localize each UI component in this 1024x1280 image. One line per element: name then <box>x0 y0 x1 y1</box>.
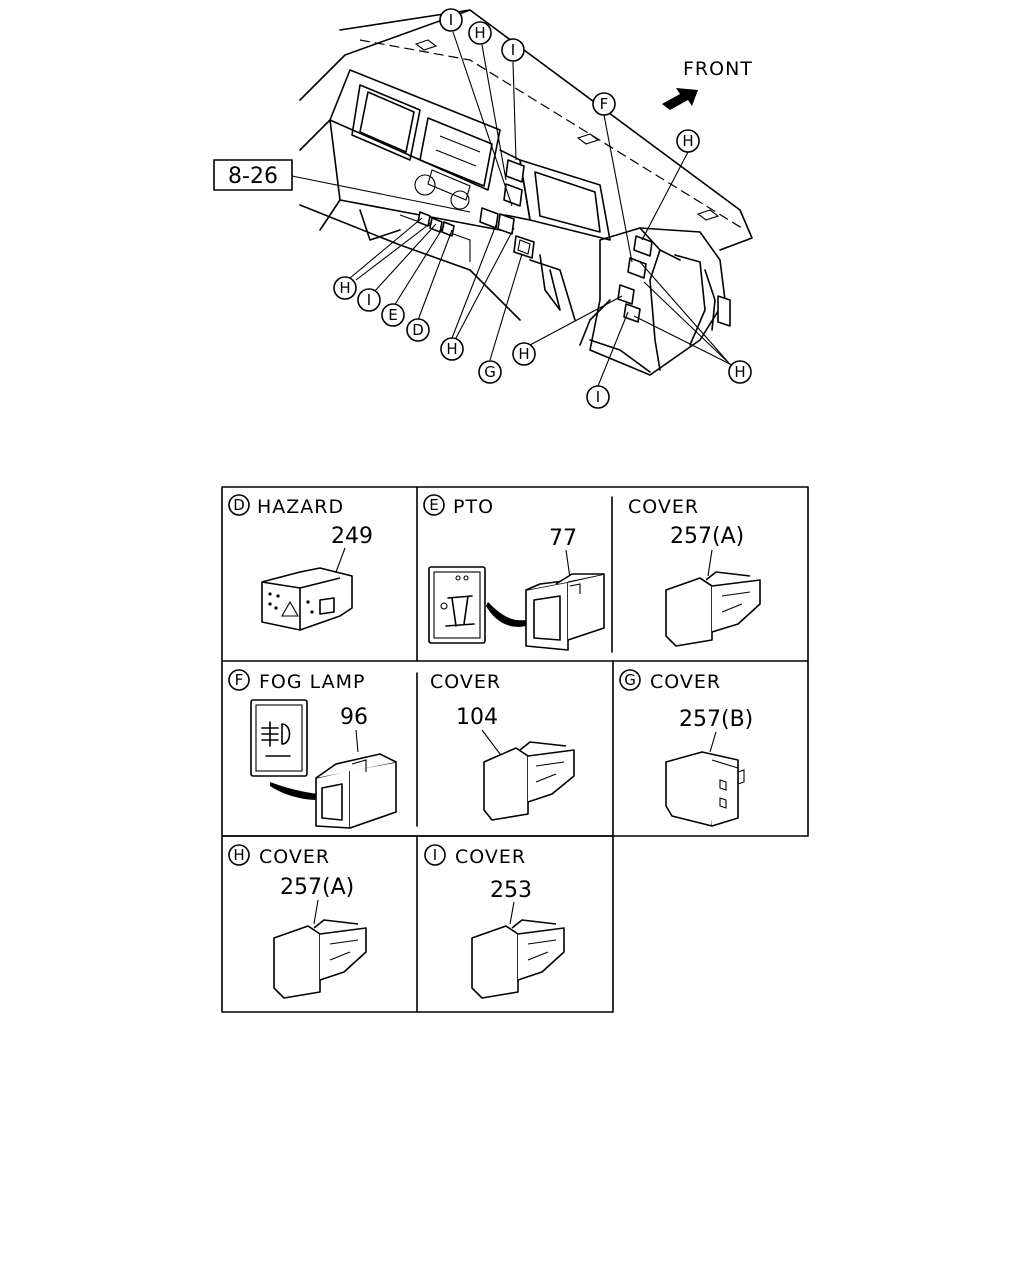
panel-i-title: COVER <box>455 846 526 868</box>
front-indicator: FRONT <box>662 58 753 110</box>
panel-d-part-no: 249 <box>331 524 373 549</box>
callout-h-left: H <box>333 276 357 300</box>
callout-i-bottom: I <box>586 385 610 409</box>
fog-switch-icon <box>315 753 397 829</box>
svg-text:E: E <box>388 306 397 324</box>
svg-text:F: F <box>600 95 609 113</box>
panel-g-part-no: 257(B) <box>679 707 753 732</box>
cover-icon <box>665 751 745 827</box>
parts-table <box>221 486 809 1013</box>
panel-f-title: FOG LAMP <box>259 671 366 693</box>
callout-h-bottom-left: H <box>440 337 464 361</box>
callout-i-top-right: I <box>501 38 525 62</box>
svg-text:D: D <box>412 321 424 339</box>
callout-h-bottom-right: H <box>728 360 752 384</box>
callout-g: G <box>478 360 502 384</box>
svg-text:H: H <box>446 340 457 358</box>
panel-i-cover[interactable]: I COVER 253 <box>424 844 565 999</box>
svg-text:H: H <box>233 846 244 864</box>
panel-cover2-part-no: 104 <box>456 705 498 730</box>
panel-h-title: COVER <box>259 846 330 868</box>
panel-cover2-title: COVER <box>430 671 501 693</box>
svg-text:I: I <box>511 41 515 59</box>
panel-f-part-no: 96 <box>340 705 368 730</box>
callout-i-left: I <box>357 288 381 312</box>
panel-i-part-no: 253 <box>490 878 532 903</box>
front-label: FRONT <box>683 58 753 80</box>
svg-text:I: I <box>596 388 600 406</box>
dashboard-overview <box>299 9 753 376</box>
svg-text:H: H <box>339 279 350 297</box>
pto-switch-icon <box>525 573 605 651</box>
fog-face-icon <box>250 699 308 777</box>
callout-f: F <box>592 92 616 116</box>
reference-box[interactable]: 8-26 <box>213 159 293 191</box>
panel-d-hazard[interactable]: D HAZARD 249 <box>228 494 373 631</box>
panel-cover-257a-top[interactable]: COVER 257(A) <box>628 496 761 647</box>
callout-h-right-top: H <box>676 129 700 153</box>
panel-e-title: PTO <box>453 496 494 518</box>
callout-i-top-left: I <box>439 8 463 32</box>
panel-cover1-title: COVER <box>628 496 699 518</box>
panel-f-fog-lamp[interactable]: F FOG LAMP 96 <box>228 669 397 829</box>
panel-h-cover[interactable]: H COVER 257(A) <box>228 844 367 999</box>
callout-leaders <box>291 31 733 387</box>
panel-cover1-part-no: 257(A) <box>670 524 744 549</box>
callout-circles: I H I F H H I E D H G H H I <box>333 8 752 409</box>
cover-icon <box>665 571 761 647</box>
svg-text:I: I <box>449 11 453 29</box>
panel-e-part-no: 77 <box>549 526 577 551</box>
svg-text:G: G <box>484 363 496 381</box>
reference-label: 8-26 <box>228 164 278 189</box>
cover-icon <box>273 919 367 999</box>
svg-text:H: H <box>474 24 485 42</box>
svg-text:H: H <box>734 363 745 381</box>
callout-h-bottom-center: H <box>512 342 536 366</box>
panel-e-pto[interactable]: E PTO 77 <box>423 494 605 651</box>
callout-e: E <box>381 303 405 327</box>
pto-face-icon <box>428 566 486 644</box>
svg-text:D: D <box>233 496 245 514</box>
svg-text:H: H <box>518 345 529 363</box>
svg-text:H: H <box>682 132 693 150</box>
panel-h-part-no: 257(A) <box>280 875 354 900</box>
callout-h-top: H <box>468 21 492 45</box>
front-arrow-icon <box>662 88 698 110</box>
panel-d-title: HAZARD <box>257 496 344 518</box>
panel-g-title: COVER <box>650 671 721 693</box>
svg-text:G: G <box>624 671 636 689</box>
cover-icon <box>483 741 575 821</box>
callout-d: D <box>406 318 430 342</box>
svg-text:F: F <box>235 671 244 689</box>
hazard-switch-icon <box>261 567 353 631</box>
cover-icon <box>471 919 565 999</box>
svg-text:I: I <box>433 846 437 864</box>
panel-g-cover[interactable]: G COVER 257(B) <box>619 669 753 827</box>
svg-text:I: I <box>367 291 371 309</box>
svg-text:E: E <box>429 496 438 514</box>
panel-cover-104[interactable]: COVER 104 <box>430 671 575 821</box>
